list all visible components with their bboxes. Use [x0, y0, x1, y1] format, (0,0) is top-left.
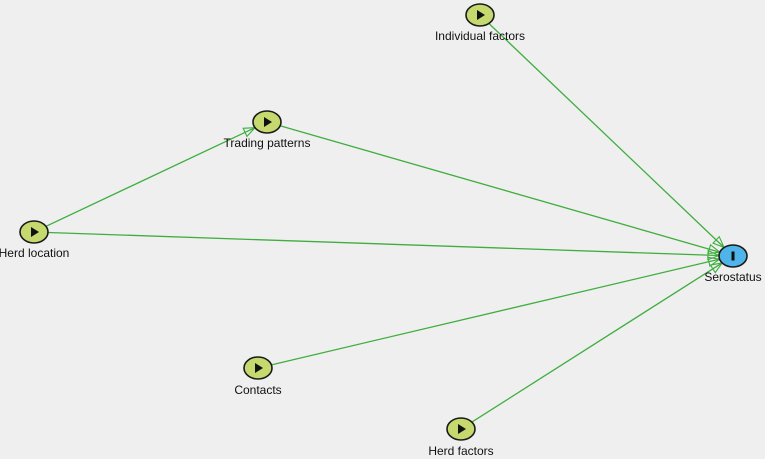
arrowhead: [707, 249, 721, 261]
node-serostatus[interactable]: Serostatus: [704, 244, 762, 284]
edge-herd-location-to-trading-patterns: [45, 127, 257, 227]
node-herd-factors[interactable]: Herd factors: [428, 417, 494, 458]
arrowhead: [712, 235, 726, 249]
node-label: Serostatus: [704, 270, 761, 284]
outcome-bar-icon: [731, 251, 735, 261]
play-triangle-icon: [255, 363, 263, 373]
edge-herd-factors-to-serostatus: [471, 262, 724, 423]
arrowhead: [707, 243, 722, 255]
arrowhead: [707, 256, 722, 267]
play-triangle-icon: [264, 117, 272, 127]
edge-trading-patterns-to-serostatus: [279, 125, 722, 255]
node-contacts[interactable]: Contacts: [234, 356, 282, 397]
play-triangle-icon: [477, 10, 485, 20]
node-label: Individual factors: [435, 29, 525, 43]
node-individual-factors[interactable]: Individual factors: [435, 3, 525, 43]
edge-individual-factors-to-serostatus: [488, 23, 726, 249]
node-trading-patterns[interactable]: Trading patterns: [224, 110, 311, 150]
play-triangle-icon: [458, 424, 466, 434]
arrowhead: [242, 127, 257, 138]
arrowhead: [709, 262, 724, 274]
edges-layer: [45, 23, 726, 423]
edge-contacts-to-serostatus: [271, 256, 722, 366]
node-label: Herd location: [0, 246, 69, 260]
node-label: Contacts: [234, 383, 281, 397]
play-triangle-icon: [31, 227, 39, 237]
node-herd-location[interactable]: Herd location: [0, 220, 69, 260]
edge-herd-location-to-serostatus: [47, 231, 721, 261]
node-label: Herd factors: [428, 444, 493, 458]
node-label: Trading patterns: [224, 136, 311, 150]
